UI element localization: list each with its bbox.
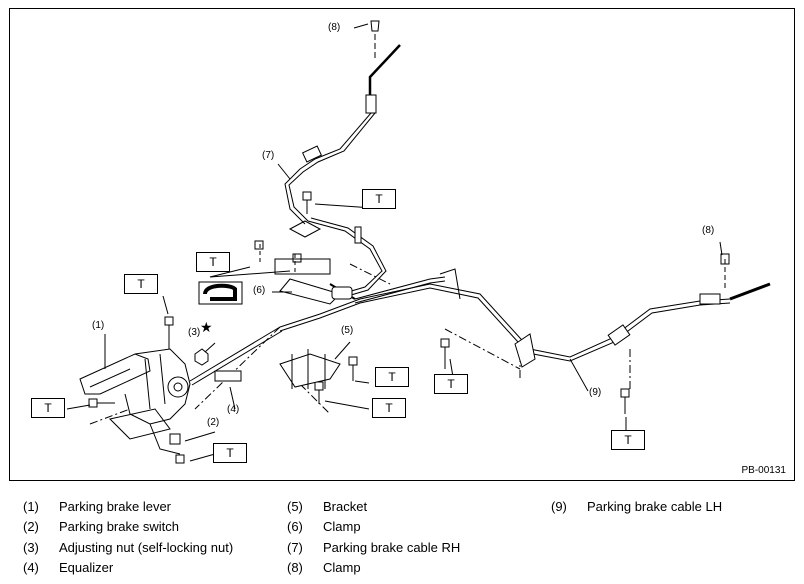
torque-box: T [196, 252, 230, 272]
callout-leaders [66, 23, 723, 462]
parking-brake-lever [79, 348, 191, 455]
legend-label: Bracket [323, 499, 368, 514]
callout-3: (3) [188, 327, 201, 338]
legend-item: (4) Equalizer [23, 560, 113, 576]
legend-label: Clamp [323, 560, 361, 575]
torque-box: T [213, 443, 247, 463]
callout-5: (5) [341, 325, 354, 336]
star-mark: ★ [200, 319, 213, 335]
legend-label: Clamp [323, 519, 361, 534]
clamp-area [259, 244, 446, 305]
legend-num: (6) [287, 519, 303, 534]
callout-2: (2) [207, 417, 220, 428]
diagram-frame: (8) (7) (6) (1) (3) (4) (2) (5) (8) (9) … [9, 8, 795, 481]
legend-label: Parking brake cable RH [323, 540, 461, 555]
callout-4: (4) [227, 404, 240, 415]
legend-num: (1) [23, 499, 39, 514]
torque-box: T [31, 398, 65, 418]
legend-label: Adjusting nut (self-locking nut) [59, 540, 234, 555]
callout-7: (7) [262, 150, 275, 161]
torque-box: T [611, 430, 645, 450]
lh-bracket [514, 333, 536, 368]
torque-box: T [372, 398, 406, 418]
parts-illustration [66, 20, 771, 464]
cable-rh [284, 20, 401, 296]
callout-8-top: (8) [328, 22, 341, 33]
legend-item: (7) Parking brake cable RH [287, 540, 460, 556]
legend-label: Parking brake switch [59, 519, 179, 534]
callout-1: (1) [92, 320, 105, 331]
legend-num: (3) [23, 540, 39, 555]
legend-label: Parking brake cable LH [587, 499, 723, 514]
legend-num: (7) [287, 540, 303, 555]
bracket [279, 349, 341, 389]
cable-rh-bolt [288, 191, 322, 238]
bolts [88, 240, 630, 464]
legend-item: (9) Parking brake cable LH [551, 499, 722, 515]
equalizer [189, 326, 283, 386]
legend-num: (2) [23, 519, 39, 534]
legend-item: (8) Clamp [287, 560, 361, 576]
torque-box: T [434, 374, 468, 394]
torque-box: T [375, 367, 409, 387]
legend-num: (8) [287, 560, 303, 575]
figure-code: PB-00131 [741, 465, 786, 476]
callout-6: (6) [253, 285, 266, 296]
callout-8-right: (8) [702, 225, 715, 236]
legend-num: (9) [551, 499, 567, 514]
legend-item: (1) Parking brake lever [23, 499, 171, 515]
legend-label: Parking brake lever [59, 499, 171, 514]
torque-box: T [362, 189, 396, 209]
legend-num: (5) [287, 499, 303, 514]
legend-item: (3) Adjusting nut (self-locking nut) [23, 540, 233, 556]
legend-label: Equalizer [59, 560, 114, 575]
torque-box: T [124, 274, 158, 294]
legend-num: (4) [23, 560, 39, 575]
hook-icon-box [198, 281, 243, 305]
legend-item: (5) Bracket [287, 499, 367, 515]
callout-9: (9) [589, 387, 602, 398]
legend-item: (6) Clamp [287, 519, 361, 535]
legend-item: (2) Parking brake switch [23, 519, 179, 535]
